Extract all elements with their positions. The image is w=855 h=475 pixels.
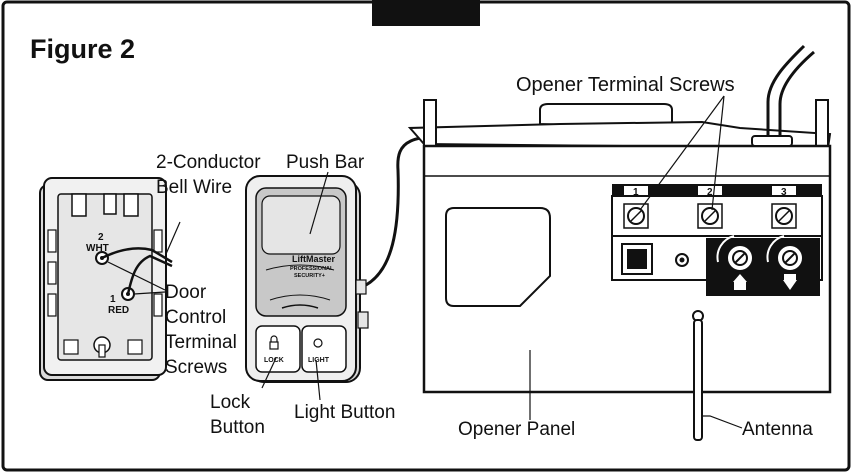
opener-terminal-3: 3 [781, 187, 787, 198]
light-button-leader [315, 359, 321, 401]
terminal-1-color: RED [108, 305, 129, 316]
label-door-control-4: Screws [165, 357, 227, 378]
limit-adjust-block [706, 238, 820, 296]
light-bulb-icon [313, 338, 323, 348]
label-door-control-1: Door [165, 282, 207, 303]
light-label: LIGHT [308, 357, 330, 364]
push-bar-leader [309, 171, 329, 235]
antenna-leader [702, 415, 743, 429]
label-antenna: Antenna [742, 419, 813, 440]
label-bell-wire-2: Bell Wire [156, 177, 232, 198]
label-door-control-2: Control [165, 307, 226, 328]
antenna [693, 319, 703, 441]
brand-line3: SECURITY+ [294, 273, 325, 279]
figure-title: Figure 2 [30, 34, 135, 64]
label-lock-button-2: Button [210, 417, 265, 438]
label-door-control-3: Terminal [165, 332, 237, 353]
label-opener-panel: Opener Panel [458, 419, 575, 440]
label-lock-button-1: Lock [210, 392, 251, 413]
brand-line2: PROFESSIONAL [290, 266, 334, 272]
terminal-2-color: WHT [86, 243, 109, 254]
label-bell-wire-1: 2-Conductor [156, 152, 261, 173]
power-cord [766, 44, 806, 140]
opener-window [445, 207, 551, 307]
opener-terminal-1: 1 [633, 187, 639, 198]
lock-icon [269, 341, 279, 350]
opener-unit: 1 2 3 [407, 44, 832, 441]
down-limit-dial-icon [766, 235, 804, 290]
light-button[interactable] [301, 325, 347, 373]
opener-terminal-leader-2 [711, 95, 725, 211]
terminal-1-number: 1 [110, 294, 116, 305]
terminal-2-number: 2 [98, 232, 104, 243]
bell-wire-back [101, 221, 181, 295]
door-control-back: 2 WHT 1 RED [39, 177, 167, 381]
opener-terminal-2: 2 [707, 187, 713, 198]
door-control-leaders [107, 261, 166, 295]
door-control-front: LiftMaster PROFESSIONAL SECURITY+ LOCK L… [245, 175, 369, 383]
top-tab [372, 0, 480, 26]
opener-terminal-leader-1 [639, 95, 725, 211]
lock-label: LOCK [264, 357, 284, 364]
label-opener-terminal-screws: Opener Terminal Screws [516, 74, 735, 96]
lock-button-leader [261, 357, 277, 389]
up-limit-dial-icon [716, 235, 754, 290]
label-push-bar: Push Bar [286, 152, 365, 173]
brand-line1: LiftMaster [292, 254, 336, 264]
label-light-button: Light Button [294, 402, 395, 423]
